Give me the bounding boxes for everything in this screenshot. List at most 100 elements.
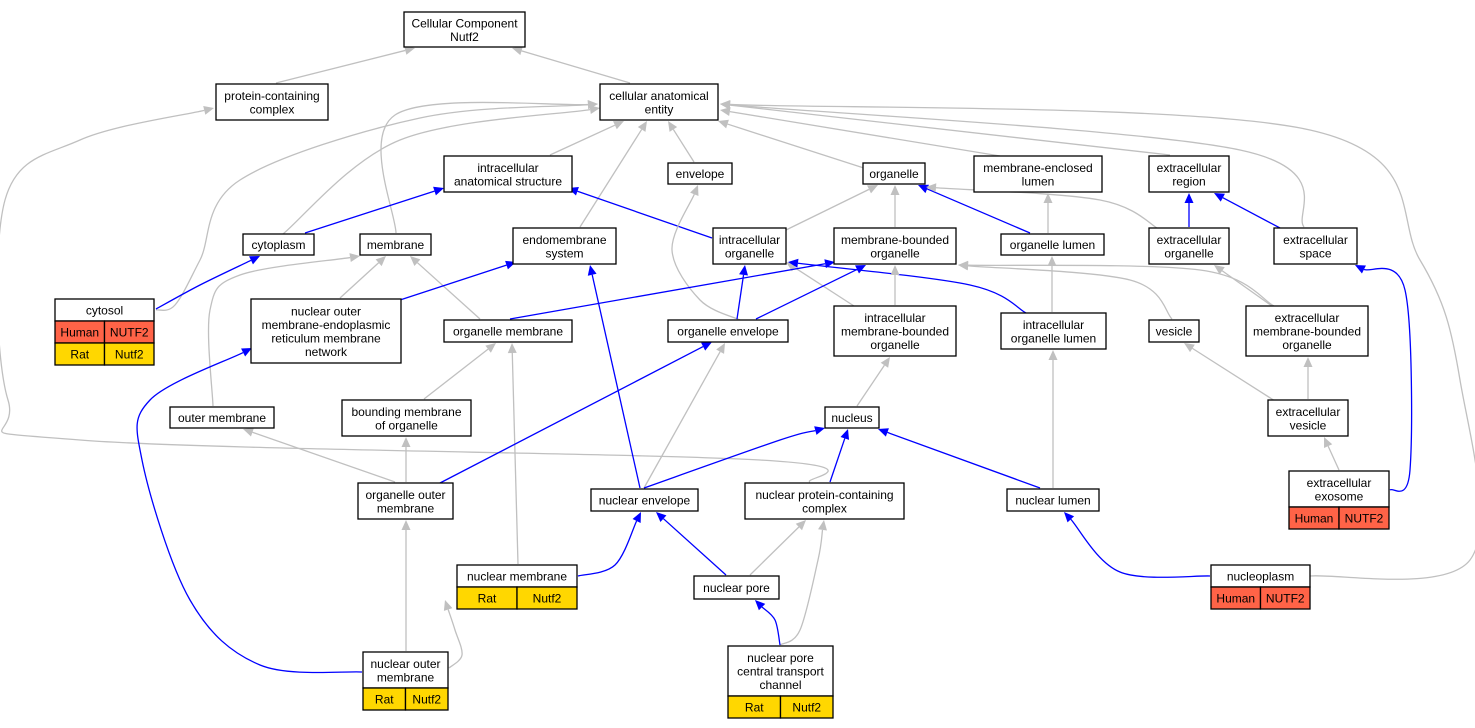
node-label: membrane bbox=[377, 670, 435, 684]
node-label: bounding membrane bbox=[351, 405, 461, 419]
edge-organelle_membrane-to-membrane bbox=[410, 256, 481, 320]
node-label: anatomical structure bbox=[454, 174, 562, 188]
node-label: organelle bbox=[870, 338, 920, 352]
node-label: nuclear lumen bbox=[1015, 494, 1090, 508]
node-label: nuclear outer bbox=[291, 304, 361, 318]
edge-nuclear_envelope-to-nucleus bbox=[643, 426, 825, 489]
arrowhead-icon bbox=[410, 256, 421, 267]
node-nuclear-envelope[interactable]: nuclear envelope bbox=[590, 488, 699, 512]
arrowhead-icon bbox=[485, 343, 496, 353]
node-box bbox=[1000, 312, 1107, 350]
arrowhead-icon bbox=[668, 121, 678, 132]
arrowhead-icon bbox=[512, 46, 523, 56]
node-label: membrane-enclosed bbox=[983, 161, 1092, 175]
node-organelle-lumen[interactable]: organelle lumen bbox=[1000, 233, 1105, 256]
edge-extracellular_organelle-to-extracellular_region bbox=[1184, 193, 1194, 227]
edge-nuclear_membrane-to-organelle_membrane bbox=[507, 343, 519, 565]
node-label: nuclear pore bbox=[747, 651, 814, 665]
gene-label: NUTF2 bbox=[110, 326, 149, 340]
edge-cytosol-to-cytoplasm bbox=[155, 256, 260, 310]
edge-nucleus-to-intracellular_membrane_bounded_organelle bbox=[856, 357, 890, 407]
species-label: Rat bbox=[70, 348, 89, 362]
node-organelle-membrane[interactable]: organelle membrane bbox=[443, 319, 573, 343]
arrowhead-icon bbox=[1214, 265, 1225, 275]
arrowhead-icon bbox=[840, 429, 850, 440]
edge-nuclear_lumen-to-nucleus bbox=[878, 428, 1041, 489]
node-membrane[interactable]: membrane bbox=[359, 233, 432, 256]
node-box bbox=[443, 155, 573, 193]
node-box bbox=[824, 406, 880, 429]
gene-label: Nutf2 bbox=[533, 592, 562, 606]
node-nuclear-lumen[interactable]: nuclear lumen bbox=[1006, 488, 1100, 512]
node-box bbox=[1267, 399, 1349, 437]
edge-protein_containing_complex-to-cc_root bbox=[275, 46, 415, 84]
node-box bbox=[1000, 233, 1105, 256]
arrowhead-icon bbox=[587, 265, 597, 276]
node-label: organelle bbox=[870, 246, 920, 260]
species-label: Rat bbox=[375, 693, 394, 707]
node-label: extracellular bbox=[1307, 476, 1372, 490]
edge-outer_membrane-to-membrane bbox=[207, 253, 360, 407]
arrowhead-icon bbox=[1184, 193, 1194, 203]
arrowhead-icon bbox=[656, 512, 667, 523]
node-organelle-envelope[interactable]: organelle envelope bbox=[667, 319, 789, 343]
node-nuclear-outer-membrane-er-network[interactable]: nuclear outermembrane-endoplasmicreticul… bbox=[250, 298, 402, 364]
node-outer-membrane[interactable]: outer membrane bbox=[169, 406, 275, 429]
arrowhead-icon bbox=[718, 119, 729, 129]
arrowhead-icon bbox=[637, 121, 647, 132]
arrowhead-icon bbox=[690, 185, 699, 196]
arrowhead-icon bbox=[814, 426, 825, 435]
node-vesicle[interactable]: vesicle bbox=[1148, 319, 1200, 343]
node-envelope[interactable]: envelope bbox=[667, 162, 733, 185]
node-label: intracellular bbox=[1023, 318, 1084, 332]
edge-nuclear_outer_membrane_er_network-to-endomembrane_system bbox=[399, 260, 516, 301]
node-label: channel bbox=[759, 678, 801, 692]
node-box bbox=[599, 83, 719, 121]
edge-nuclear_outer_membrane-to-nuclear_membrane bbox=[443, 600, 463, 669]
node-organelle[interactable]: organelle bbox=[862, 162, 926, 185]
node-box bbox=[1148, 155, 1230, 193]
arrowhead-icon bbox=[824, 259, 835, 269]
node-label: organelle lumen bbox=[1010, 238, 1095, 252]
node-cytoplasm[interactable]: cytoplasm bbox=[242, 233, 315, 256]
gene-label: Nutf2 bbox=[792, 701, 821, 715]
arrowhead-icon bbox=[1214, 193, 1225, 202]
node-box bbox=[693, 575, 780, 600]
node-box bbox=[341, 399, 472, 437]
edge-organelle_lumen-to-organelle bbox=[918, 184, 1031, 234]
node-label: outer membrane bbox=[178, 411, 266, 425]
node-nuclear-pore[interactable]: nuclear pore bbox=[693, 575, 780, 600]
node-box bbox=[169, 406, 275, 429]
node-nucleus[interactable]: nucleus bbox=[824, 406, 880, 429]
edges-layer bbox=[0, 46, 1475, 674]
edge-intracellular_membrane_bounded_organelle-to-membrane_bounded_organelle bbox=[890, 265, 900, 305]
